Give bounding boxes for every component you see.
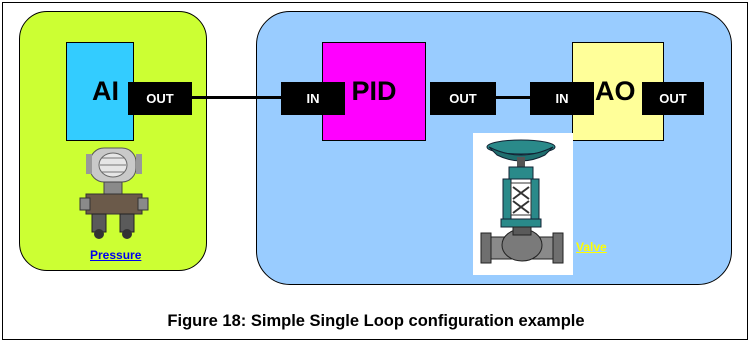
ai-out-port: OUT: [128, 82, 192, 115]
control-valve-icon: [480, 139, 564, 264]
pid-in-port: IN: [281, 82, 345, 115]
ai-to-pid-wire: [192, 96, 281, 99]
ai-block: AI: [66, 42, 134, 141]
valve-link[interactable]: Valve: [576, 240, 607, 254]
pressure-transmitter-icon: [79, 147, 149, 239]
figure-caption: Figure 18: Simple Single Loop configurat…: [167, 312, 585, 330]
pid-block-label: PID: [351, 76, 397, 106]
pid-to-ao-wire: [496, 96, 530, 99]
ao-out-port: OUT: [642, 82, 704, 115]
valve-image-box: [473, 133, 573, 275]
pressure-link[interactable]: Pressure: [90, 248, 142, 262]
ai-block-label: AI: [92, 76, 119, 106]
pid-out-port: OUT: [430, 82, 496, 115]
ao-block-label: AO: [595, 76, 636, 106]
ao-in-port: IN: [530, 82, 594, 115]
